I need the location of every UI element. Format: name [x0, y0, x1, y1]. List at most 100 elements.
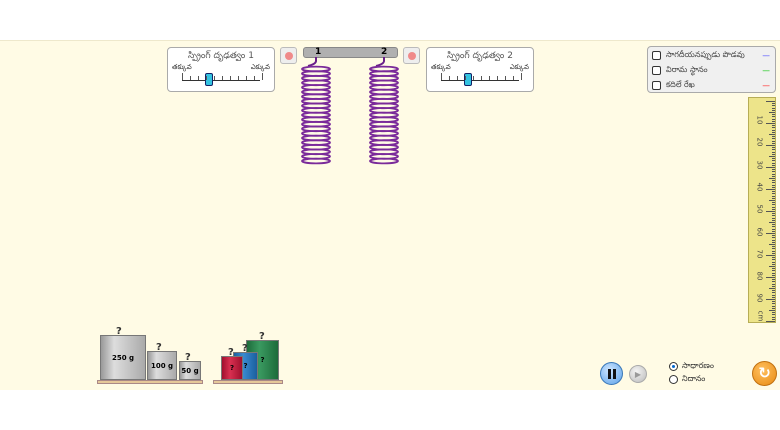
ruler-tick	[772, 204, 775, 206]
ruler-tick	[766, 145, 775, 146]
stiffness-slider-2[interactable]	[441, 73, 522, 86]
ruler-label: 90	[755, 293, 764, 303]
mass-shelf-right	[213, 380, 283, 384]
spring-2-top	[375, 57, 385, 67]
ruler-tick	[772, 257, 775, 259]
reset-icon: ↻	[758, 364, 771, 382]
step-button[interactable]: ▶	[629, 365, 647, 383]
ruler-tick	[772, 195, 775, 197]
ruler-label: 80	[755, 271, 764, 281]
slider-tick	[206, 76, 207, 80]
ruler-tick	[772, 213, 775, 215]
ruler-tick	[772, 202, 775, 204]
ruler-tick	[766, 123, 775, 124]
mass-250g[interactable]: 250 g	[100, 335, 146, 380]
step-icon: ▶	[634, 369, 642, 379]
option-checkbox[interactable]: సాగదీయనప్పుడు పొడవు---	[648, 48, 775, 63]
option-label: సాగదీయనప్పుడు పొడవు	[666, 50, 745, 59]
ruler-tick	[766, 233, 775, 234]
ruler-tick	[772, 197, 775, 199]
ruler-tick	[772, 250, 775, 252]
pause-button[interactable]	[600, 362, 623, 385]
spring-1-top	[307, 57, 317, 67]
mass-hook: ?	[185, 352, 191, 363]
ruler-tick	[772, 270, 775, 272]
mass-label: ?	[229, 364, 235, 372]
ruler-tick	[772, 239, 775, 241]
speed-normal-radio[interactable]: సాధారణం	[669, 360, 714, 373]
ruler-tick	[772, 118, 775, 120]
slider-tick	[238, 76, 239, 80]
low-label: తక్కువ	[431, 63, 451, 71]
slider-tick	[214, 76, 215, 80]
checkbox-box	[652, 81, 661, 90]
ruler-tick	[772, 120, 775, 122]
ruler-tick	[772, 217, 775, 219]
ruler-tick	[772, 228, 775, 230]
slider-tick	[449, 76, 450, 80]
radio-dot	[669, 362, 678, 371]
ruler-tick	[766, 101, 775, 102]
ruler-tick	[772, 219, 775, 221]
ruler-tick	[772, 301, 775, 303]
slider-thumb[interactable]	[205, 73, 213, 86]
spring-support-bar: 1 2	[303, 47, 398, 58]
slider-tick	[230, 76, 231, 80]
ruler-tick	[772, 149, 775, 151]
ruler-tick	[772, 312, 775, 314]
reset-all-button[interactable]: ↻	[752, 361, 777, 386]
ruler-tick	[766, 277, 775, 278]
ruler-label: 60	[755, 227, 764, 236]
visibility-options-panel: సాగదీయనప్పుడు పొడవు---విరామ స్థానం---కది…	[647, 46, 776, 93]
ruler-tick	[772, 292, 775, 294]
slider-tick	[473, 76, 474, 80]
mass-50g[interactable]: 50 g	[179, 361, 201, 380]
spring-1-label: 1	[315, 47, 322, 57]
spring-1-coil[interactable]	[301, 157, 331, 165]
ruler-tick	[772, 191, 775, 193]
ruler-tick	[769, 200, 775, 201]
ruler-tick	[772, 162, 775, 164]
stop-spring-2-button[interactable]	[403, 47, 420, 64]
slider-tick	[521, 73, 522, 80]
mystery-mass-red[interactable]: ?	[221, 356, 243, 380]
ruler-tick	[772, 261, 775, 263]
slider-tick	[222, 76, 223, 80]
ruler-tick	[772, 268, 775, 270]
mass-100g[interactable]: 100 g	[147, 351, 177, 380]
ruler-tick	[772, 206, 775, 208]
ruler-tick	[772, 259, 775, 261]
ruler-tick	[772, 158, 775, 160]
ruler-tick	[769, 310, 775, 311]
ruler-tick	[772, 252, 775, 254]
ruler-tick	[772, 248, 775, 250]
ruler-tick	[772, 226, 775, 228]
stiffness-slider-1[interactable]	[182, 73, 263, 86]
option-checkbox[interactable]: కదిలే రేఖ---	[648, 78, 775, 93]
mass-hook: ?	[116, 326, 122, 337]
ruler-tick	[766, 211, 775, 212]
ruler-tick	[772, 116, 775, 118]
slider-tick	[262, 73, 263, 80]
ruler-tick	[772, 142, 775, 144]
mass-label: 250 g	[111, 353, 135, 362]
checkbox-box	[652, 51, 661, 60]
ruler-tick	[772, 215, 775, 217]
radio-dot	[669, 375, 678, 384]
mass-label: ?	[243, 362, 248, 370]
stop-spring-1-button[interactable]	[280, 47, 297, 64]
slider-thumb[interactable]	[464, 73, 472, 86]
ruler-tick	[772, 263, 775, 265]
ruler-tick	[772, 129, 775, 131]
ruler-tick	[772, 173, 775, 175]
speed-slow-radio[interactable]: నిదానం	[669, 373, 714, 386]
slider-tick	[497, 76, 498, 80]
spring-2-coil[interactable]	[369, 157, 399, 165]
option-checkbox[interactable]: విరామ స్థానం---	[648, 63, 775, 78]
high-label: ఎక్కువ	[509, 63, 529, 71]
spring-2-label: 2	[381, 47, 388, 57]
ruler-label: 50	[755, 204, 764, 214]
ruler-tick	[772, 272, 775, 274]
ruler-tick	[772, 180, 775, 182]
